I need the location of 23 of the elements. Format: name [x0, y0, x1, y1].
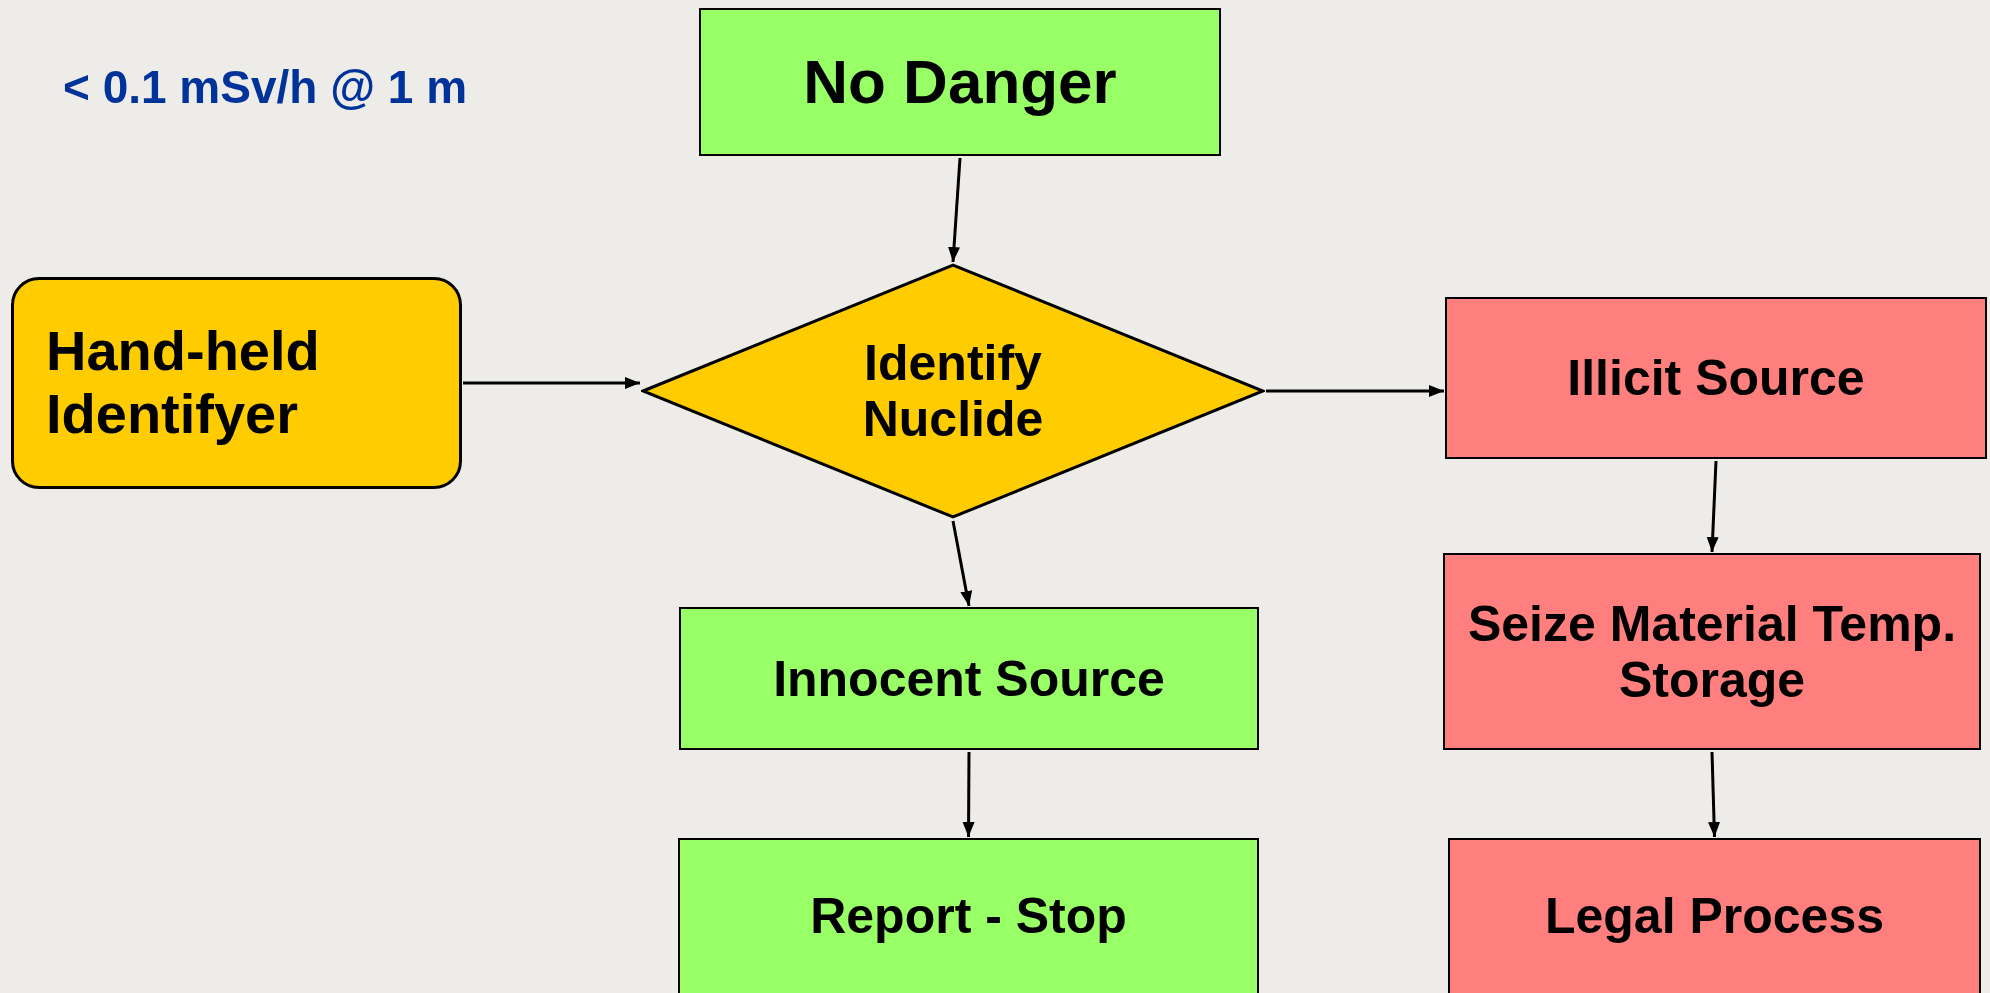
- node-label: No Danger: [803, 47, 1117, 117]
- arrow: [951, 520, 973, 607]
- start-box: [11, 277, 462, 489]
- dose-rate-note: < 0.1 mSv/h @ 1 m: [63, 60, 468, 114]
- arrow: [948, 157, 962, 263]
- node-label: Seize Material Temp. Storage: [1466, 595, 1958, 708]
- node-label: Hand-held Identifyer: [46, 320, 321, 446]
- arrow: [1708, 751, 1721, 838]
- arrow: [463, 377, 640, 389]
- arrow: [1266, 385, 1444, 397]
- node-label: Identify Nuclide: [861, 335, 1045, 447]
- node-label: Illicit Source: [1567, 350, 1865, 406]
- arrow: [962, 752, 975, 837]
- node-label: Innocent Source: [773, 650, 1165, 707]
- process-box: [1445, 297, 1987, 459]
- process-box: [699, 8, 1221, 156]
- process-box: [679, 607, 1259, 750]
- node-label: Report - Stop: [810, 888, 1127, 944]
- node-label: Legal Process: [1544, 888, 1885, 944]
- process-box: [1443, 553, 1981, 750]
- process-box: [678, 838, 1259, 993]
- arrow: [1706, 460, 1719, 553]
- process-box: [1448, 838, 1981, 993]
